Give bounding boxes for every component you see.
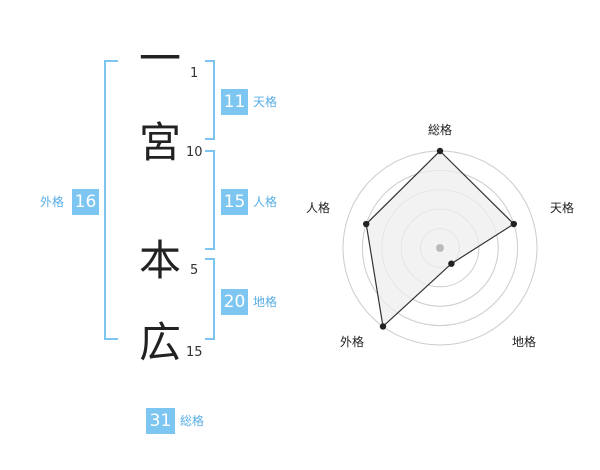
name-char-4: 広 [138, 318, 181, 367]
stroke-count-1: 1 [190, 66, 199, 81]
gaikaku-label: 外格 [40, 195, 65, 209]
radar-label-soukaku: 総格 [428, 123, 453, 137]
radar-point-chikaku [448, 260, 455, 267]
radar-point-gaikaku [379, 323, 387, 330]
radar-point-soukaku [436, 147, 444, 155]
radar-point-tenkaku [510, 220, 518, 228]
soukaku-label: 総格 [180, 414, 205, 428]
jinkaku-bracket [205, 150, 215, 250]
name-char-2: 宮 [138, 118, 181, 167]
tenkaku-label: 天格 [253, 95, 278, 109]
name-char-1: 一 [138, 34, 181, 83]
stroke-count-4: 15 [186, 345, 203, 360]
name-char-3: 本 [138, 236, 181, 285]
jinkaku-value: 15 [221, 189, 248, 215]
chikaku-bracket [205, 258, 215, 340]
radar-area [365, 150, 515, 328]
radar-label-chikaku: 地格 [512, 335, 537, 349]
radar-label-gaikaku: 外格 [340, 335, 365, 349]
gaikaku-value: 16 [72, 189, 99, 215]
chikaku-label: 地格 [253, 295, 278, 309]
jinkaku-label: 人格 [253, 195, 278, 209]
tenkaku-value: 11 [221, 89, 248, 115]
tenkaku-bracket [205, 60, 215, 140]
stroke-count-3: 5 [190, 263, 199, 278]
stroke-count-2: 10 [186, 145, 203, 160]
soukaku-value: 31 [146, 408, 175, 434]
radar-label-jinkaku: 人格 [306, 201, 331, 215]
gaikaku-bracket [104, 60, 118, 340]
chikaku-value: 20 [221, 289, 248, 315]
radar-point-jinkaku [362, 220, 370, 228]
radar-label-tenkaku: 天格 [550, 201, 575, 215]
radar-center-dot [436, 244, 444, 252]
